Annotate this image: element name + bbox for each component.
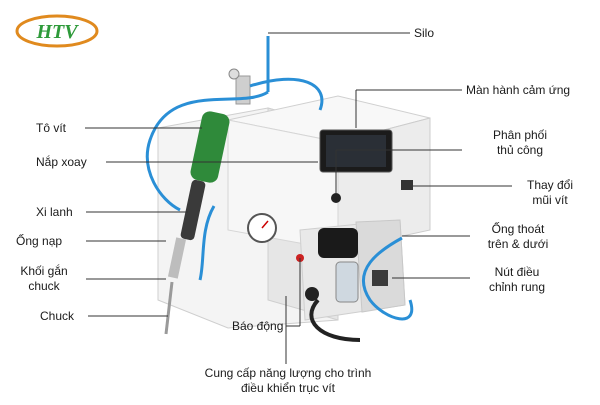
label-chuck: Chuck: [40, 309, 75, 323]
leader-lines: [85, 32, 512, 364]
label-rotary-cover: Nắp xoay: [36, 155, 87, 169]
label-power-supply: Cung cấp năng lượng cho trình điều khiển…: [204, 366, 372, 395]
logo-text: HTV: [35, 21, 79, 43]
label-silo: Silo: [414, 26, 435, 40]
htv-logo: HTV: [15, 14, 99, 48]
label-change-bit: Thay đổi mũi vít: [526, 178, 574, 207]
label-chuck-block: Khối gắn chuck: [20, 264, 68, 293]
label-exhaust-tube: Ống thoát trên & dưới: [487, 222, 549, 251]
label-feed-tube: Ống nạp: [16, 234, 63, 248]
label-alarm: Báo động: [232, 319, 284, 333]
screwdriver: [164, 111, 230, 335]
label-vibration-knob: Nút điều chỉnh rung: [488, 265, 546, 294]
manual-dispense-button: [331, 193, 341, 203]
label-manual-dispense: Phân phối thủ công: [492, 128, 548, 157]
label-touch-screen: Màn hành cảm ứng: [466, 83, 571, 97]
label-cylinder: Xi lanh: [36, 205, 73, 219]
label-screwdriver: Tô vít: [36, 121, 67, 135]
